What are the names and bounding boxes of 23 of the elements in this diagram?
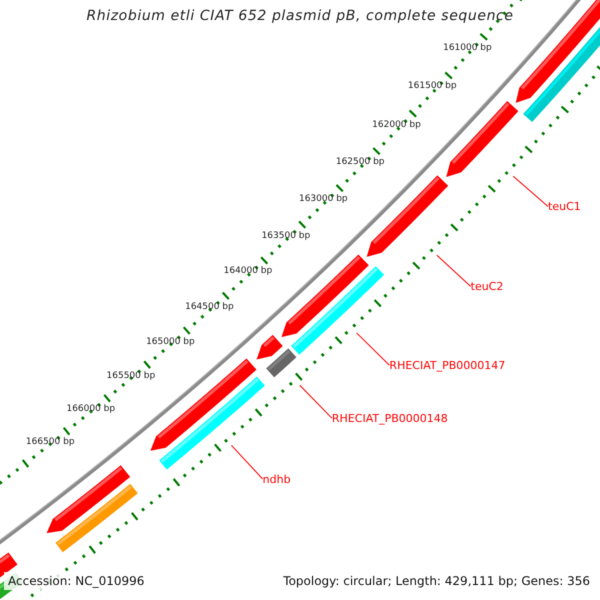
tick-label: 165500 bp	[106, 370, 156, 381]
tick-label: 166500 bp	[26, 437, 75, 448]
tick-label: 161500 bp	[408, 81, 457, 92]
map-title: Rhizobium etli CIAT 652 plasmid pB, complete sequence	[85, 8, 515, 24]
gene-label: ndhb	[262, 472, 291, 486]
leader-line	[299, 384, 332, 419]
tick-label: 166000 bp	[66, 404, 116, 414]
tick-label: 165000 bp	[146, 336, 195, 347]
tick-label: 164000 bp	[224, 266, 272, 276]
tick-label: 161000 bp	[443, 42, 492, 53]
leader-line	[230, 444, 264, 480]
tick-label: 163000 bp	[298, 194, 348, 204]
tick-label: 162500 bp	[336, 157, 385, 168]
gene-label: teuC1	[548, 200, 581, 214]
tick-label: 164500 bp	[185, 302, 234, 312]
gene-label: teuC2	[470, 280, 504, 293]
gene-label: RHECIAT_PB0000148	[332, 412, 448, 425]
leader-line	[356, 332, 390, 366]
gene-label: RHECIAT_PB0000147	[389, 358, 506, 372]
leader-line	[436, 254, 472, 287]
leader-line	[512, 176, 549, 208]
tick-label: 162000 bp	[372, 120, 421, 130]
tick-label: 163500 bp	[262, 230, 310, 241]
